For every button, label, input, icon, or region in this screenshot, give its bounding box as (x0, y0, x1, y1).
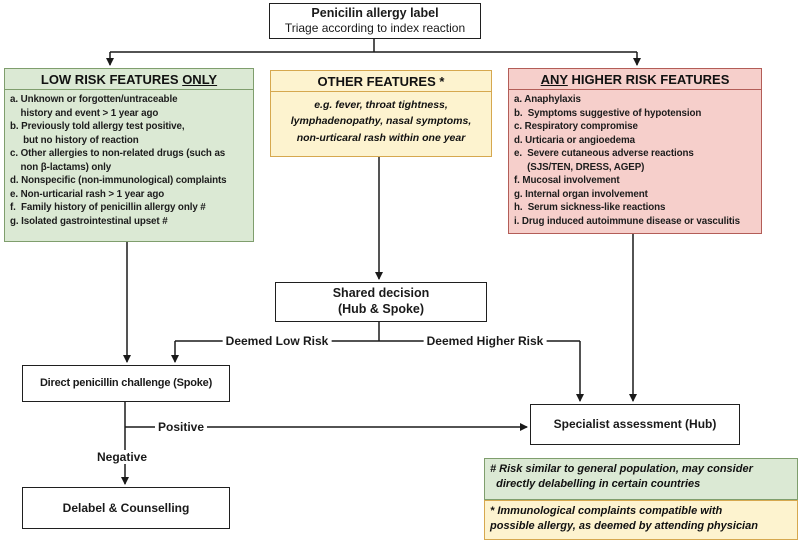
low-risk-item-f: f. Family history of penicillin allergy … (10, 202, 206, 214)
title-line2: Triage according to index reaction (284, 21, 466, 36)
higher-risk-item-h: h. Serum sickness-like reactions (514, 202, 666, 214)
higher-risk-item-i: i. Drug induced autoimmune disease or va… (514, 215, 741, 227)
other-example-line1: e.g. fever, throat tightness, (314, 99, 448, 111)
higher-risk-item-f: f. Mucosal involvement (514, 175, 620, 187)
higher-risk-features-box: ANY HIGHER RISK FEATURES a. Anaphylaxis … (508, 68, 762, 234)
star-footnote: * Immunological complaints compatible wi… (484, 500, 798, 540)
higher-risk-item-d: d. Urticaria or angioedema (514, 134, 635, 146)
edge-label-positive: Positive (154, 420, 208, 434)
higher-risk-header: ANY HIGHER RISK FEATURES (509, 69, 761, 90)
higher-risk-item-a: a. Anaphylaxis (514, 94, 581, 105)
higher-risk-items: a. Anaphylaxis b. Symptoms suggestive of… (509, 90, 761, 228)
other-features-header: OTHER FEATURES * (271, 71, 491, 92)
direct-challenge-label: Direct penicillin challenge (Spoke) (39, 376, 213, 389)
low-risk-item-b: b. Previously told allergy test positive… (10, 121, 185, 146)
other-features-box: OTHER FEATURES * e.g. fever, throat tigh… (270, 70, 492, 157)
edge-label-deemed-higher-risk: Deemed Higher Risk (423, 334, 547, 348)
higher-risk-header-underlined: ANY (540, 72, 568, 87)
other-example-line3: non-urticaral rash within one year (296, 131, 466, 144)
low-risk-item-e: e. Non-urticarial rash > 1 year ago (10, 188, 165, 200)
direct-challenge-box: Direct penicillin challenge (Spoke) (22, 365, 230, 402)
other-features-examples: e.g. fever, throat tightness, lymphadeno… (271, 92, 491, 146)
title-box: Penicilin allergy label Triage according… (269, 3, 481, 39)
title-line1: Penicilin allergy label (311, 5, 439, 20)
delabel-counselling-box: Delabel & Counselling (22, 487, 230, 529)
low-risk-item-c: c. Other allergies to non-related drugs … (10, 148, 226, 173)
shared-decision-box: Shared decision (Hub & Spoke) (275, 282, 487, 322)
edge-label-negative: Negative (93, 450, 151, 464)
higher-risk-item-c: c. Respiratory compromise (514, 121, 638, 133)
shared-decision-line1: Shared decision (332, 286, 430, 301)
higher-risk-item-b: b. Symptoms suggestive of hypotension (514, 107, 702, 119)
low-risk-features-box: LOW RISK FEATURES ONLY a. Unknown or for… (4, 68, 254, 242)
edge-label-deemed-low-risk: Deemed Low Risk (222, 334, 332, 348)
low-risk-header-text: LOW RISK FEATURES (40, 72, 183, 87)
low-risk-item-g: g. Isolated gastrointestinal upset # (10, 215, 168, 227)
low-risk-items: a. Unknown or forgotten/untraceable hist… (5, 90, 253, 228)
delabel-counselling-label: Delabel & Counselling (62, 500, 190, 515)
higher-risk-header-text: HIGHER RISK FEATURES (567, 72, 730, 87)
higher-risk-item-e: e. Severe cutaneous adverse reactions (S… (514, 148, 694, 173)
hash-footnote: # Risk similar to general population, ma… (484, 458, 798, 500)
low-risk-header: LOW RISK FEATURES ONLY (5, 69, 253, 90)
higher-risk-item-g: g. Internal organ involvement (514, 188, 648, 200)
specialist-assessment-label: Specialist assessment (Hub) (553, 417, 717, 432)
low-risk-item-a: a. Unknown or forgotten/untraceable hist… (10, 94, 178, 119)
low-risk-item-d: d. Nonspecific (non-immunological) compl… (10, 175, 227, 187)
shared-decision-line2: (Hub & Spoke) (337, 302, 425, 316)
specialist-assessment-box: Specialist assessment (Hub) (530, 404, 740, 445)
low-risk-header-underlined: ONLY (182, 72, 218, 87)
other-example-line2: lymphadenopathy, nasal symptoms, (290, 115, 472, 128)
